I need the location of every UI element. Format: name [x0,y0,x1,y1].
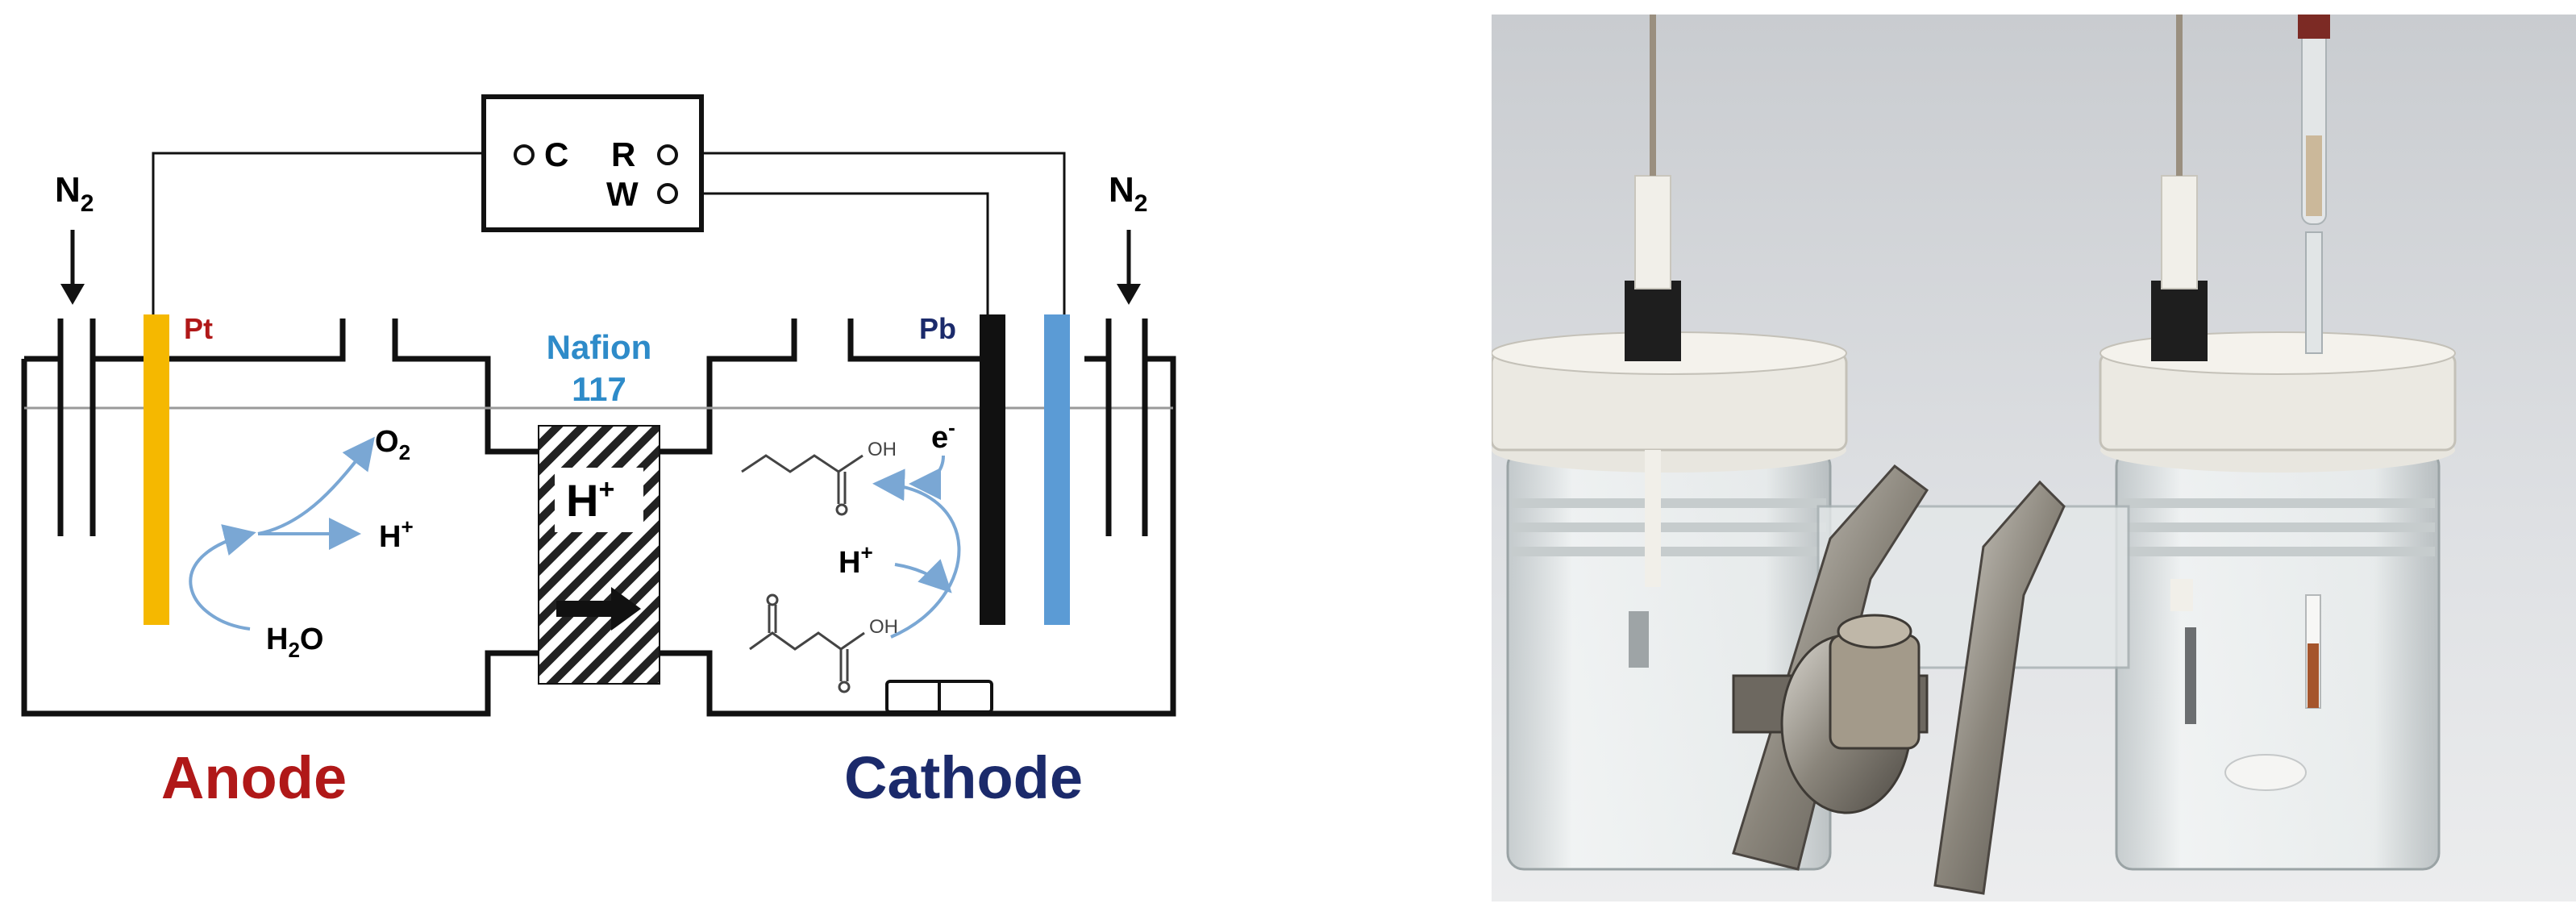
n2-arrows [60,230,1141,305]
reference-electrode [1044,314,1070,625]
membrane-ion: H+ [566,474,614,526]
reference-label: R [611,135,635,173]
potentiostat-box: C R W [481,94,704,232]
wires [152,152,1066,314]
cathode-reaction-arrows [872,455,961,639]
working-terminal [657,183,678,204]
counter-terminal [514,144,535,165]
left-cell [1492,15,1848,871]
stir-bar-icon [885,680,993,714]
anode-water: H2O [266,622,323,662]
membrane-name: Nafion [547,328,652,366]
pt-electrode [144,314,169,625]
right-cell [2099,15,2457,871]
anode-label: Anode [161,744,347,811]
anode-o2: O2 [375,425,410,464]
membrane-grade: 117 [572,370,626,408]
proton-transfer-arrow [556,587,641,631]
anode-reaction-arrows [189,436,375,631]
reference-terminal [657,144,678,165]
reactant-molecule [749,593,865,693]
product-molecule [741,454,864,516]
n2-inlet-right [1105,319,1148,536]
h-cell-photo [1492,15,2576,901]
n2-left-label: N2 [55,170,94,217]
working-label: W [606,175,639,213]
pt-label: Pt [184,312,213,345]
anode-proton: H+ [379,514,414,554]
cathode-label: Cathode [844,744,1083,811]
counter-label: C [544,135,568,173]
nafion-membrane [538,425,660,685]
product-oh: OH [868,439,897,460]
pb-label: Pb [919,312,956,345]
cell-outline [21,319,1176,717]
h-cell-schematic: C R W N2 N2 Pt Pb H+ Nafion 1 [21,94,1176,811]
cathode-electron: e- [931,415,955,455]
pinch-clamp [1732,464,2066,895]
n2-right-label: N2 [1109,170,1147,217]
cathode-proton: H+ [839,540,873,580]
n2-inlet-left [57,319,96,536]
pb-electrode [980,314,1005,625]
